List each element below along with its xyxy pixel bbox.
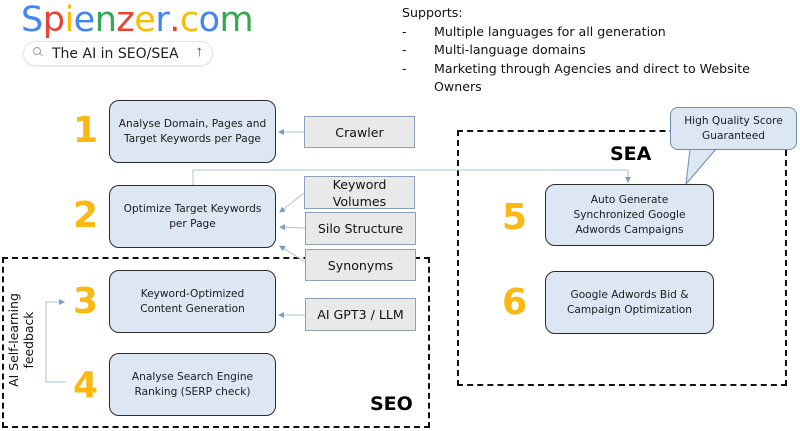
seo-to-sea-connector [192,169,631,185]
spienzer-logo: Spienzer.com [21,0,254,40]
logo-letter: e [134,0,156,40]
step-text: Ranking (SERP check) [134,385,251,398]
step-text: Auto Generate [590,193,669,206]
feedback-label-line: feedback [21,311,36,369]
arrow-up-icon[interactable]: ↑ [195,43,204,60]
feedback-label-line: AI Self-learning [6,293,21,387]
step-number-5: 5 [502,197,528,238]
input-silo-structure: Silo Structure [305,212,416,245]
logo-letter: o [198,0,220,40]
keyword-volumes-connector [279,192,305,213]
logo-letter: S [21,0,43,40]
logo-letter: . [169,0,180,40]
supports-item: Multiple languages for all generation [402,23,800,42]
supports-list: Supports: Multiple languages for all gen… [402,4,800,97]
logo-letter: z [116,0,135,40]
step-text: Google Adwords Bid & [570,288,689,301]
step-number-2: 2 [73,195,99,236]
supports-item: Marketing through Agencies and direct to… [402,60,800,97]
logo-letter: c [179,0,199,40]
feedback-label: AI Self-learning feedback [6,285,36,395]
supports-item: Multi-language domains [402,41,800,60]
search-bar[interactable]: The AI in SEO/SEA ↑ [23,41,213,66]
logo-letter: n [94,0,117,40]
step-text: Synchronized Google [573,208,686,221]
step-text: Analyse Search Engine [131,370,254,383]
step-text: Adwords Campaigns [575,223,684,236]
input-crawler: Crawler [304,116,415,148]
step-text: Campaign Optimization [567,303,692,316]
input-text: Keyword [332,176,387,192]
supports-title: Supports: [402,5,463,20]
input-text: Volumes [332,193,387,209]
input-synonyms: Synonyms [305,249,416,281]
logo-letter: r [155,0,170,40]
step-text: Target Keywords per Page [124,132,261,145]
input-ai-model: AI GPT3 / LLM [305,298,416,331]
logo-letter: m [219,0,254,40]
step-text: Analyse Domain, Pages and [118,117,267,130]
silo-structure-connector [279,224,306,231]
step-text: Optimize Target Keywords [123,202,262,215]
search-icon [33,47,41,55]
search-query[interactable]: The AI in SEO/SEA [52,46,179,62]
logo-letter: e [73,0,96,40]
step-number-6: 6 [502,282,528,323]
sea-region [457,130,787,386]
step-optimize-keywords: Optimize Target Keywords per Page [109,185,276,248]
step-bid-optimization: Google Adwords Bid & Campaign Optimizatio… [545,271,714,334]
step-number-3: 3 [73,281,99,322]
callout-text: High Quality Score [684,114,783,127]
callout-tail [685,148,717,186]
step-text: Keyword-Optimized [140,287,245,300]
callout-text: Guaranteed [702,129,765,142]
step-number-4: 4 [73,365,99,406]
seo-region [2,257,430,428]
seo-label: SEO [370,393,413,415]
sea-label: SEA [610,143,652,165]
step-text: per Page [169,217,216,230]
logo-letter: p [42,0,65,40]
step-text: Content Generation [140,302,245,315]
logo-letter: i [64,0,74,40]
synonyms-connector [279,245,306,263]
step-number-1: 1 [73,110,99,151]
feedback-loop-connector [45,299,66,383]
